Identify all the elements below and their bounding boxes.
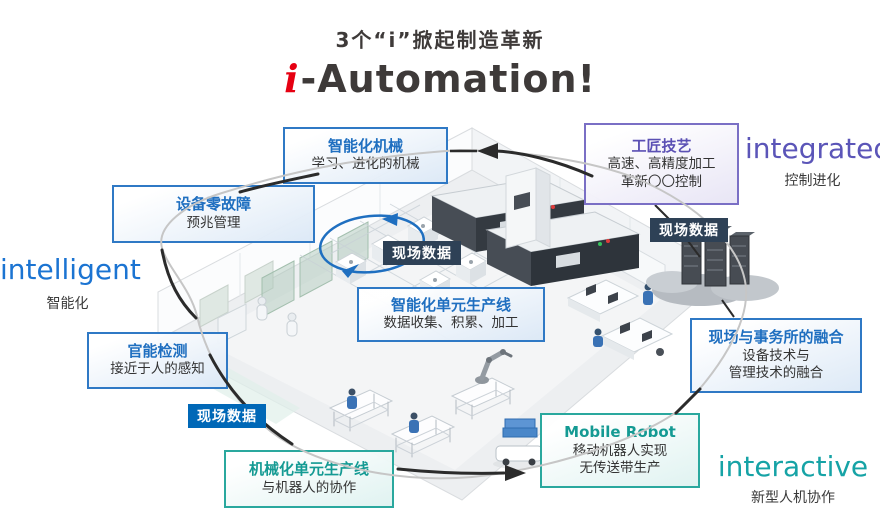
callout-subtitle: 移动机器人实现 [572, 442, 668, 459]
keyword-intelligent-caption: 智能化 [46, 296, 89, 312]
callout-subtitle: 数据收集、积累、加工 [383, 315, 519, 332]
callout-mechanized-cell-line: 机械化单元生产线 与机器人的协作 [224, 450, 394, 508]
callout-subtitle: 革新〇〇控制 [621, 173, 702, 190]
site-data-badge: 现场数据 [383, 241, 461, 265]
callout-zero-failure: 设备零故障 预兆管理 [112, 185, 315, 243]
callout-subtitle: 与机器人的协作 [261, 479, 357, 496]
site-data-badge: 现场数据 [188, 404, 266, 428]
callout-title: 机械化单元生产线 [248, 460, 369, 479]
callout-subtitle: 管理技术的融合 [728, 365, 824, 382]
site-data-badge: 现场数据 [650, 218, 728, 242]
callout-site-office-fusion: 现场与事务所的融合 设备技术与 管理技术的融合 [690, 318, 862, 393]
callout-craftsmanship: 工匠技艺 高速、高精度加工 革新〇〇控制 [584, 123, 739, 205]
keyword-interactive-caption: 新型人机协作 [751, 490, 835, 506]
logo-rest: -Automation! [300, 57, 596, 101]
logo-i: i [284, 56, 300, 101]
callout-title: 智能化单元生产线 [390, 295, 511, 314]
callout-sensory-inspection: 官能检测 接近于人的感知 [87, 332, 228, 389]
keyword-integrated-caption: 控制进化 [784, 173, 841, 189]
callout-title: 现场与事务所的融合 [708, 328, 844, 347]
callout-subtitle: 高速、高精度加工 [607, 156, 716, 173]
callout-title: 设备零故障 [175, 195, 251, 214]
callout-title: 工匠技艺 [631, 136, 692, 155]
callout-smart-cell-line: 智能化单元生产线 数据收集、积累、加工 [357, 287, 545, 342]
callout-subtitle: 无传送带生产 [579, 460, 661, 477]
callout-mobile-robot: Mobile Robot 移动机器人实现 无传送带生产 [540, 413, 700, 488]
keyword-interactive: interactive [717, 450, 869, 483]
i-automation-logo: i-Automation! [0, 56, 880, 101]
page-title: 3个“i”掀起制造革新 [335, 28, 545, 52]
keyword-intelligent: intelligent [0, 253, 141, 286]
callout-title: Mobile Robot [564, 423, 676, 442]
callout-title: 官能检测 [127, 341, 188, 360]
hvac-tower [505, 167, 551, 249]
keyword-integrated: integrated [745, 132, 880, 165]
callout-subtitle: 学习、进化的机械 [311, 156, 420, 173]
callout-title: 智能化机械 [327, 136, 403, 155]
callout-smart-machine: 智能化机械 学习、进化的机械 [283, 127, 448, 184]
callout-subtitle: 设备技术与 [742, 347, 810, 364]
callout-subtitle: 预兆管理 [186, 214, 241, 231]
callout-subtitle: 接近于人的感知 [110, 361, 205, 378]
